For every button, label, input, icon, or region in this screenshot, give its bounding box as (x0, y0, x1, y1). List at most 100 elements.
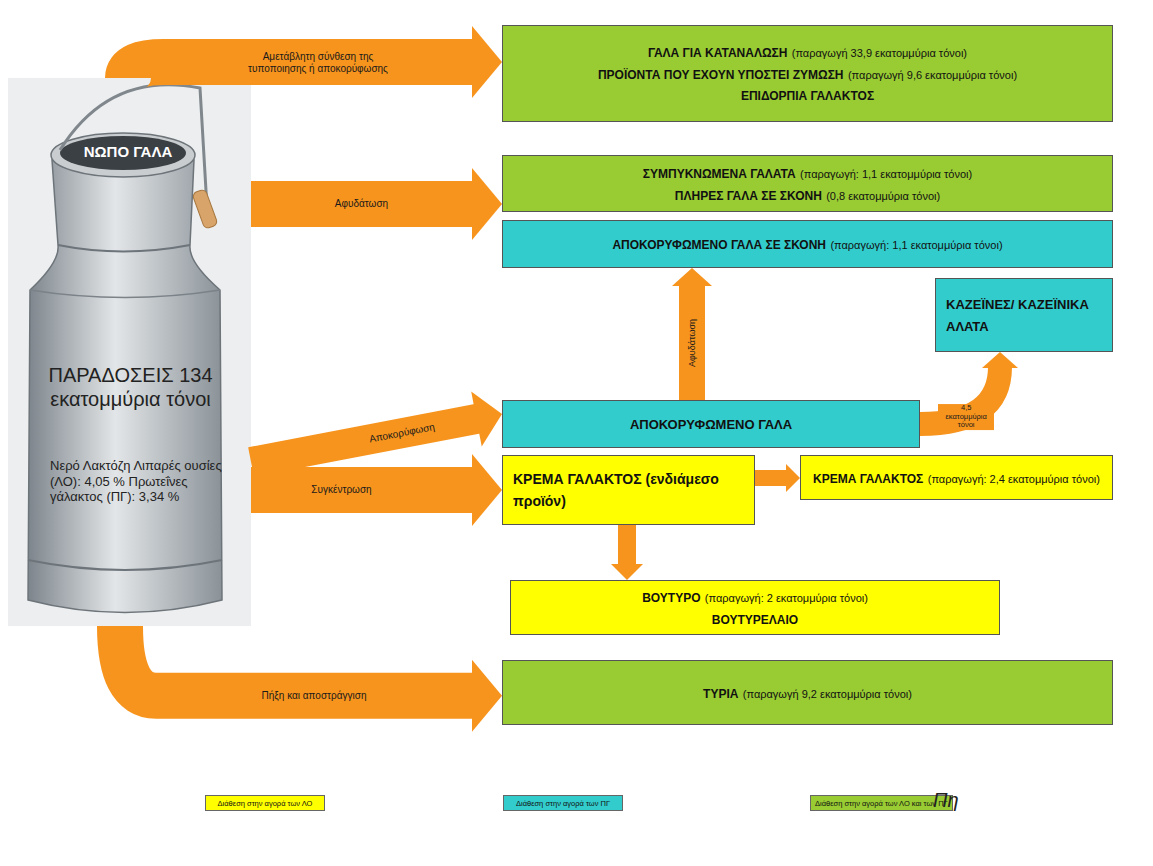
arrow-body (251, 181, 473, 227)
delivery-amount: ΠΑΡΑΔΟΣΕΙΣ 134 εκατομμύρια τόνοι (18, 363, 243, 411)
arrow-body (679, 285, 705, 400)
text-line: ΑΠΟΚΟΡΥΦΩΜΕΝΟ ΓΑΛΑ ΣΕ ΣΚΟΝΗ (παραγωγή: 1,… (513, 233, 1102, 255)
product-name: ΒΟΥΤΥΡΕΛΑΙΟ (712, 613, 798, 627)
text-line: ΚΡΕΜΑ ΓΑΛΑΚΤΟΣ (ενδιάμεσο προϊόν) (513, 468, 744, 511)
legend-text: Διάθεση στην αγορά των ΛΟ (218, 799, 313, 808)
product-name: ΚΡΕΜΑ ΓΑΛΑΚΤΟΣ (ενδιάμεσο προϊόν) (513, 471, 719, 509)
product-name: ΑΠΟΚΟΡΥΦΩΜΕΝΟ ΓΑΛΑ ΣΕ ΣΚΟΝΗ (612, 238, 826, 252)
legend-swatch: Διάθεση στην αγορά των ΠΓ (503, 795, 623, 811)
photo-ground (8, 78, 251, 626)
production-amount: (παραγωγή: 1,1 εκατομμύρια τόνοι) (800, 168, 972, 180)
legend-swatch: Διάθεση στην αγορά των ΛΟ και των ΠΓ (810, 795, 953, 811)
product-name: ΣΥΜΠΥΚΝΩΜΕΝΑ ΓΑΛΑΤΑ (643, 167, 796, 181)
intermediate-box: ΚΡΕΜΑ ΓΑΛΑΚΤΟΣ (ενδιάμεσο προϊόν) (502, 455, 755, 525)
block-arrow (611, 525, 643, 580)
arrow-label: Αμετάβλητη σύνθεση της τυποποιησης ή απο… (241, 51, 395, 74)
arrow-label: Αφυδάτωση (333, 198, 390, 210)
can-handle-wire (60, 85, 208, 225)
arrow-head (472, 660, 502, 732)
text-line: ΚΡΕΜΑ ΓΑΛΑΚΤΟΣ (παραγωγή: 2,4 εκατομμύρια… (811, 467, 1102, 489)
text-line: ΒΟΥΤΥΡΟ (παραγωγή: 2 εκατομμύρια τόνοι) (521, 586, 989, 608)
arrow-head (672, 268, 712, 286)
arrow-label: 4,5 εκατομμύρια τόνοι (938, 404, 994, 430)
arrow-body (618, 525, 636, 565)
arrow-head (472, 454, 502, 526)
intermediate-box: ΑΠΟΚΟΡΥΦΩΜΕΝΟ ΓΑΛΑ (502, 400, 920, 448)
product-name: ΚΑΖΕΪΝΕΣ/ ΚΑΖΕΪΝΙΚΑ ΑΛΑΤΑ (946, 297, 1089, 334)
text-line: ΓΑΛΑ ΓΙΑ ΚΑΤΑΝΑΛΩΣΗ (παραγωγή 33,9 εκατομ… (513, 41, 1102, 63)
can-ring (58, 245, 190, 252)
arrow-label: Συγκέντρωση (309, 484, 373, 496)
block-arrow (755, 464, 800, 492)
legend-text: Διάθεση στην αγορά των ΠΓ (516, 799, 610, 808)
arrow-body (251, 419, 477, 462)
can-rim (51, 133, 195, 177)
arrow-head (472, 168, 502, 240)
text-line: ΕΠΙΔΟΡΠΙΑ ΓΑΛΑΚΤΟΣ (513, 84, 1102, 106)
text-line: ΣΥΜΠΥΚΝΩΜΕΝΑ ΓΑΛΑΤΑ (παραγωγή: 1,1 εκατομ… (513, 162, 1102, 184)
product-name: ΒΟΥΤΥΡΟ (642, 591, 700, 605)
arrow-body (920, 367, 1000, 424)
arrow-head (611, 564, 643, 580)
product-box: ΒΟΥΤΥΡΟ(παραγωγή: 2 εκατομμύρια τόνοι)ΒΟ… (510, 580, 1000, 635)
arrow-body (128, 62, 473, 78)
production-amount: (παραγωγή: 2 εκατομμύρια τόνοι) (705, 592, 868, 604)
production-amount: (παραγωγή: 2,4 εκατομμύρια τόνοι) (928, 473, 1100, 485)
source-note: Πη (933, 789, 959, 812)
product-name: ΠΡΟΪΟΝΤΑ ΠΟΥ ΕΧΟΥΝ ΥΠΟΣΤΕΙ ΖΥΜΩΣΗ (598, 68, 844, 82)
arrow-head (982, 352, 1018, 368)
production-amount: (παραγωγή: 1,1 εκατομμύρια τόνοι) (830, 239, 1002, 251)
text-line: ΚΑΖΕΪΝΕΣ/ ΚΑΖΕΪΝΙΚΑ ΑΛΑΤΑ (946, 293, 1102, 336)
production-amount: (παραγωγή 9,2 εκατομμύρια τόνοι) (743, 688, 912, 700)
production-amount: (παραγωγή 33,9 εκατομμύρια τόνοι) (792, 47, 967, 59)
can-opening (60, 136, 186, 170)
product-name: ΕΠΙΔΟΡΠΙΑ ΓΑΛΑΚΤΟΣ (741, 89, 874, 103)
block-arrow (251, 391, 502, 462)
block-arrow (251, 168, 502, 240)
product-box: ΚΡΕΜΑ ΓΑΛΑΚΤΟΣ (παραγωγή: 2,4 εκατομμύρια… (800, 455, 1113, 500)
arrow-label: Αφυδάτωση (687, 317, 697, 369)
arrow-head (471, 391, 502, 446)
legend-swatch: Διάθεση στην αγορά των ΛΟ (205, 795, 325, 811)
can-ring (30, 290, 220, 298)
block-arrow (128, 26, 502, 98)
product-box: ΚΑΖΕΪΝΕΣ/ ΚΑΖΕΪΝΙΚΑ ΑΛΑΤΑ (935, 278, 1113, 352)
text-line: ΒΟΥΤΥΡΕΛΑΙΟ (521, 608, 989, 630)
arrow-body (120, 626, 473, 696)
arrow-head (472, 26, 502, 98)
block-arrow (920, 352, 1018, 424)
block-arrow (120, 626, 502, 732)
product-name: ΠΛΗΡΕΣ ΓΑΛΑ ΣΕ ΣΚΟΝΗ (675, 189, 822, 203)
can-ring (28, 560, 222, 570)
can-body (28, 160, 222, 613)
production-amount: (0,8 εκατομμύρια τόνοι) (826, 190, 940, 202)
product-name: ΑΠΟΚΟΡΥΦΩΜΕΝΟ ΓΑΛΑ (630, 417, 792, 432)
product-box: ΑΠΟΚΟΡΥΦΩΜΕΝΟ ΓΑΛΑ ΣΕ ΣΚΟΝΗ (παραγωγή: 1,… (502, 220, 1113, 268)
block-arrow (672, 268, 712, 400)
block-arrow (251, 454, 502, 526)
product-box: ΣΥΜΠΥΚΝΩΜΕΝΑ ΓΑΛΑΤΑ (παραγωγή: 1,1 εκατομ… (502, 155, 1113, 212)
product-box: ΓΑΛΑ ΓΙΑ ΚΑΤΑΝΑΛΩΣΗ (παραγωγή 33,9 εκατομ… (502, 25, 1113, 122)
can-handle-grip (192, 189, 218, 229)
arrow-body (755, 470, 787, 486)
text-line: ΤΥΡΙΑ (παραγωγή 9,2 εκατομμύρια τόνοι) (513, 682, 1102, 704)
arrow-label: Αποκορύφωση (366, 421, 438, 446)
arrow-label: Πήξη και αποστράγγιση (260, 690, 369, 702)
product-name: ΤΥΡΙΑ (703, 687, 738, 701)
production-amount: (παραγωγή 9,6 εκατομμύρια τόνοι) (848, 69, 1017, 81)
product-name: ΚΡΕΜΑ ΓΑΛΑΚΤΟΣ (813, 472, 923, 486)
can-title: ΝΩΠΟ ΓΑΛΑ (58, 143, 198, 161)
milk-composition: Νερό Λακτόζη Λιπαρές ουσίες (ΛΟ): 4,05 %… (50, 458, 222, 505)
arrow-head (786, 464, 800, 492)
raw-milk-can: ΝΩΠΟ ΓΑΛΑ ΠΑΡΑΔΟΣΕΙΣ 134 εκατομμύρια τόνο… (8, 78, 251, 626)
text-line: ΠΡΟΪΟΝΤΑ ΠΟΥ ΕΧΟΥΝ ΥΠΟΣΤΕΙ ΖΥΜΩΣΗ (παραγω… (513, 63, 1102, 85)
text-line: ΑΠΟΚΟΡΥΦΩΜΕΝΟ ΓΑΛΑ (513, 413, 909, 435)
legend-text: Διάθεση στην αγορά των ΛΟ και των ΠΓ (815, 799, 948, 808)
product-name: ΓΑΛΑ ΓΙΑ ΚΑΤΑΝΑΛΩΣΗ (648, 46, 787, 60)
product-box: ΤΥΡΙΑ (παραγωγή 9,2 εκατομμύρια τόνοι) (502, 660, 1113, 725)
